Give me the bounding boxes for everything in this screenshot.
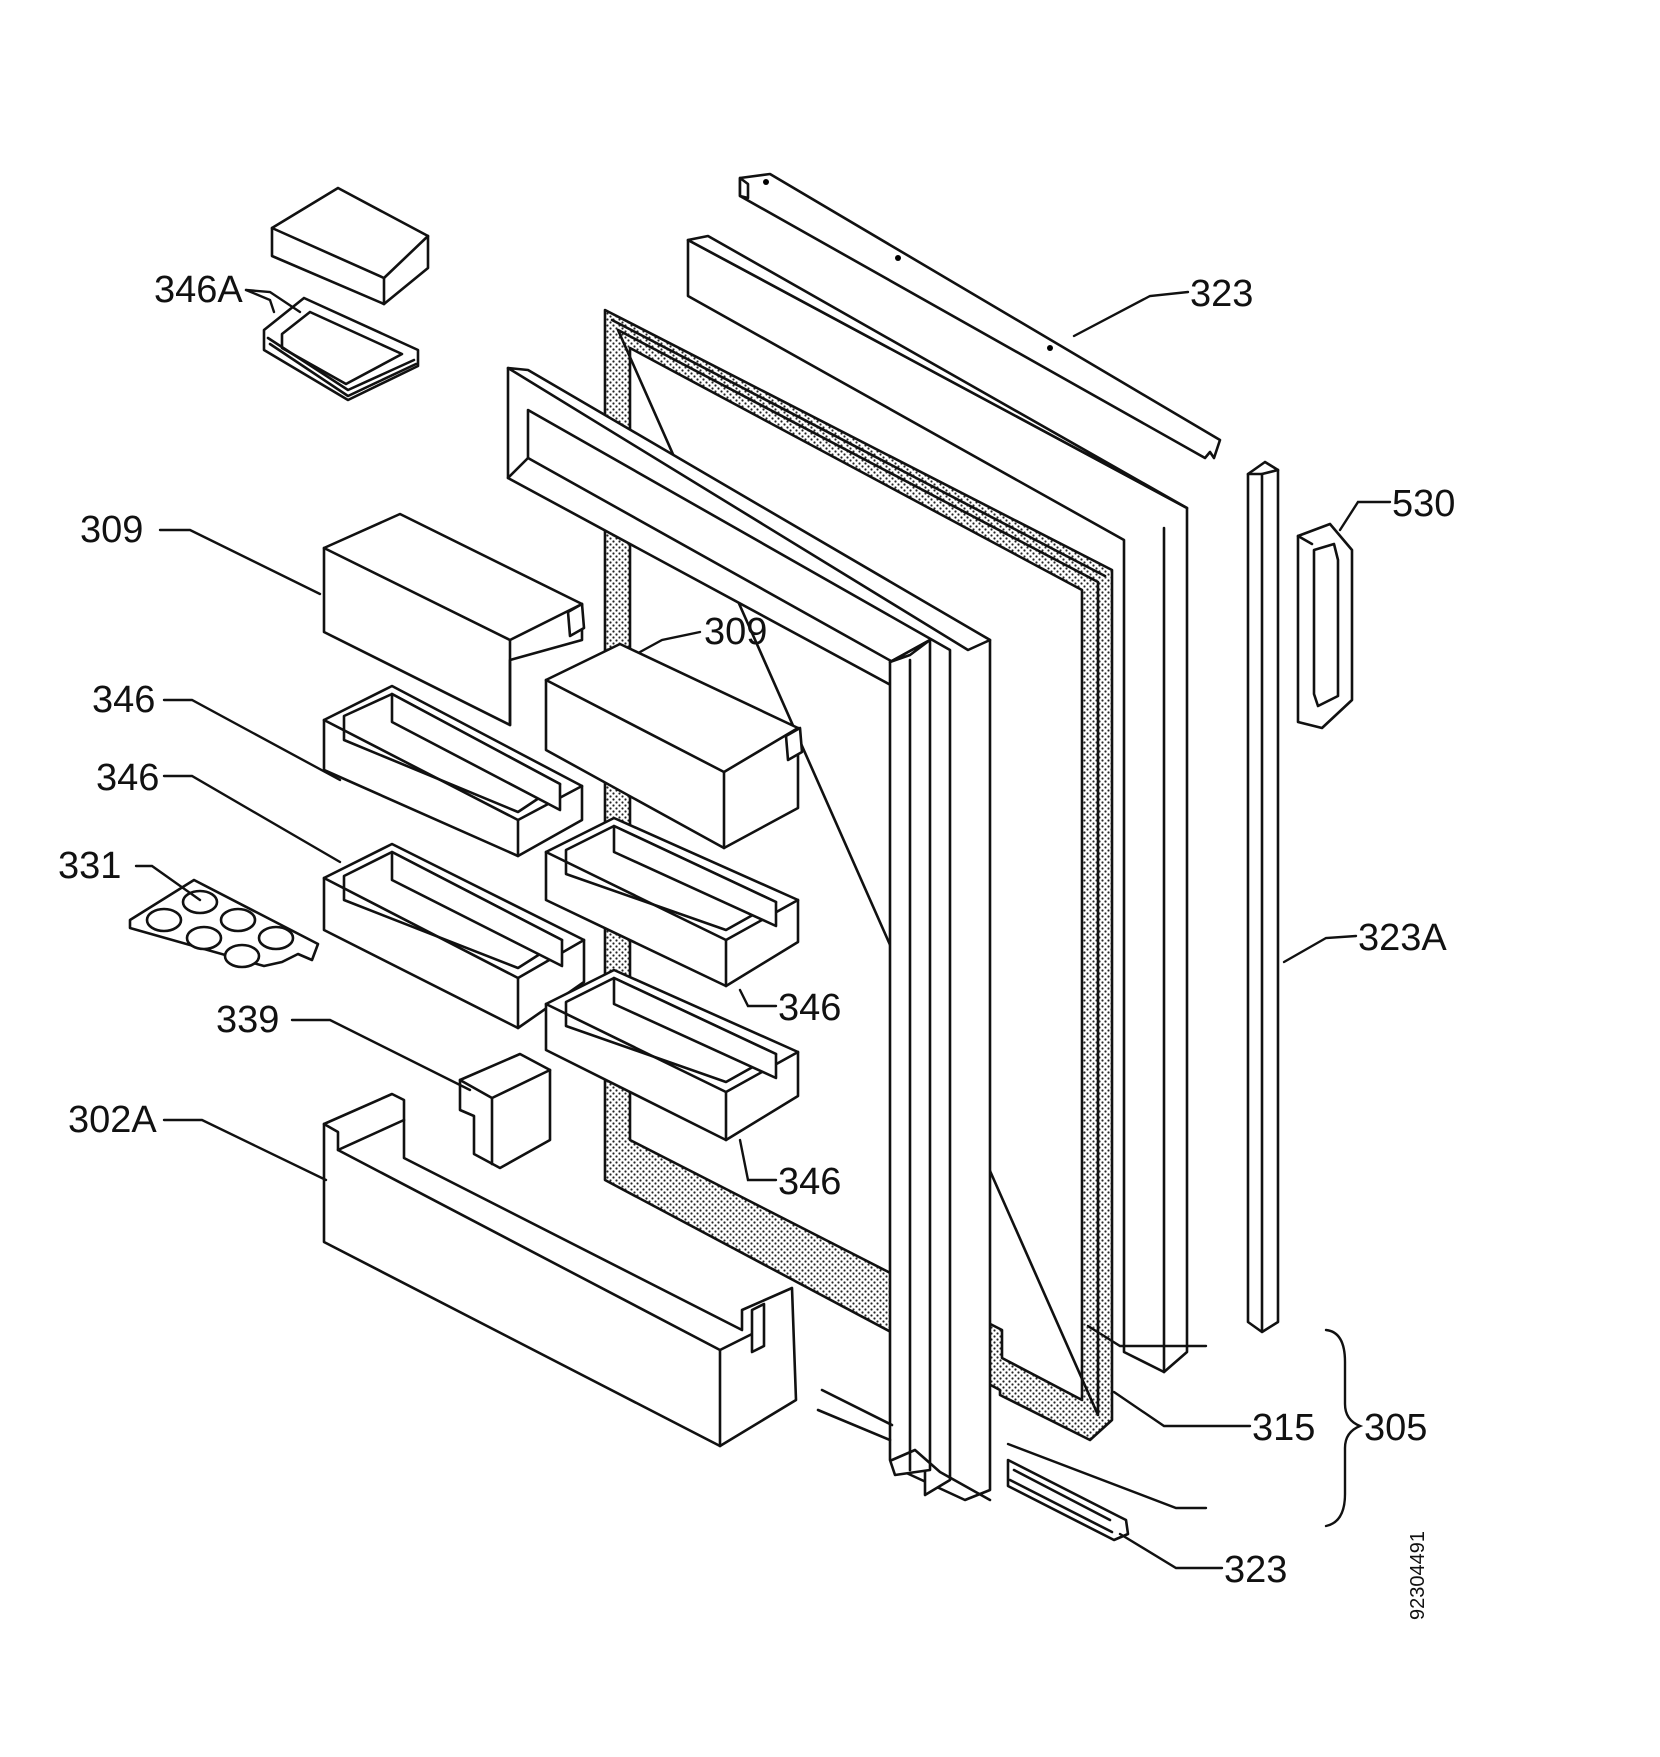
label-346-upper-left: 346: [92, 679, 155, 721]
callout-labels: 346A 309 309 346 346 331 339 302A 346 34…: [58, 269, 1455, 1620]
drawing-reference-number: 92304491: [1407, 1531, 1429, 1620]
label-331: 331: [58, 845, 121, 887]
door-shelf-middle-left: [322, 842, 586, 1030]
bottle-shelf: [322, 1092, 798, 1448]
label-309-lower: 309: [704, 611, 767, 653]
door-panel: [686, 234, 1189, 1374]
label-309-upper: 309: [80, 509, 143, 551]
liner-bottom-cable: [816, 1388, 894, 1442]
liner-front-strip: [888, 638, 992, 1502]
label-346-right-upper: 346: [778, 987, 841, 1029]
bottom-hinge-bar: [1006, 1458, 1130, 1542]
butter-dish-base: [262, 296, 420, 402]
inner-door-liner: [506, 366, 992, 1502]
label-346-right-lower: 346: [778, 1161, 841, 1203]
label-323A: 323A: [1358, 917, 1447, 959]
label-323-bottom: 323: [1224, 1549, 1287, 1591]
door-shelf-right-upper: [544, 816, 800, 988]
label-302A: 302A: [68, 1099, 157, 1141]
door-shelf-right-lower: [544, 968, 800, 1142]
top-hinge-bar: [738, 172, 1222, 460]
label-305: 305: [1364, 1407, 1427, 1449]
door-handle: [1296, 522, 1354, 730]
leader-lines: [134, 288, 1392, 1570]
door-shelf-upper-left: [322, 684, 584, 858]
covered-compartment-lower: [544, 642, 804, 850]
side-trim-strip: [1246, 460, 1280, 1334]
label-346A: 346A: [154, 269, 243, 311]
label-315: 315: [1252, 1407, 1315, 1449]
label-323-top: 323: [1190, 273, 1253, 315]
shelf-clip: [458, 1052, 552, 1170]
butter-dish-lid: [270, 186, 430, 306]
label-339: 339: [216, 999, 279, 1041]
label-346-middle-left: 346: [96, 757, 159, 799]
covered-compartment-upper: [322, 512, 586, 727]
egg-tray: [128, 878, 320, 969]
label-530: 530: [1392, 483, 1455, 525]
